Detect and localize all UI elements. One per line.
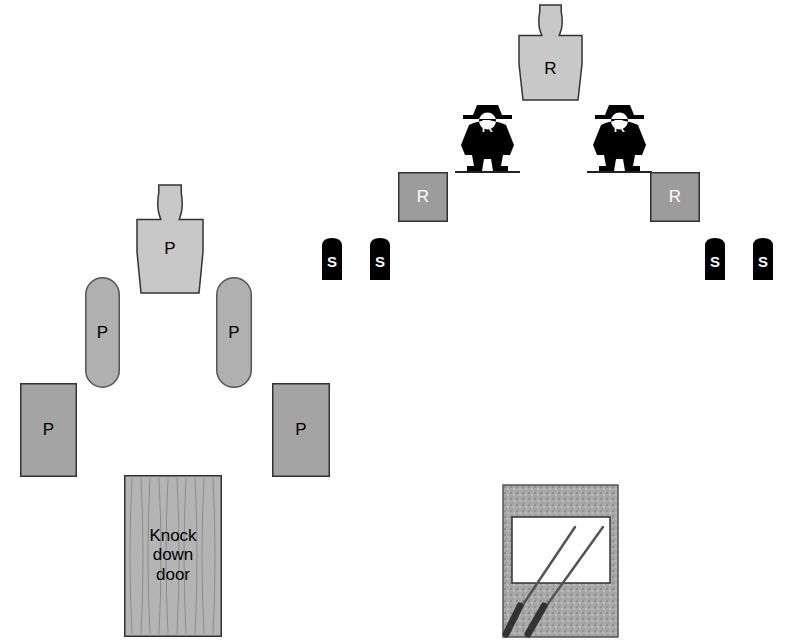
target-shape — [137, 185, 203, 293]
rifle-target: R — [519, 5, 582, 100]
square-target — [273, 384, 330, 477]
tomb-outline — [753, 238, 773, 280]
pistol-target: P — [20, 383, 77, 477]
target-label: S — [327, 253, 337, 270]
knock-down-door: Knock down door — [124, 475, 222, 637]
target-label: Knock down door — [137, 526, 209, 585]
target-shape — [587, 103, 652, 171]
target-label: R — [613, 117, 625, 137]
rifle-symbol — [506, 527, 603, 634]
wood-grain — [141, 478, 143, 634]
wood-grain — [130, 478, 132, 634]
target-label: P — [295, 420, 306, 440]
square-target — [651, 173, 700, 222]
wood-grain — [195, 478, 197, 634]
target-stand — [455, 171, 652, 173]
target-label: R — [669, 187, 681, 207]
target-label: P — [43, 420, 54, 440]
square-target — [21, 384, 77, 477]
shotgun-target: S — [370, 238, 390, 280]
pistol-target: P — [272, 383, 330, 477]
no-shoot-target: R — [455, 103, 520, 171]
target-label: S — [758, 253, 768, 270]
oval-target — [217, 278, 252, 388]
oval-target — [86, 278, 120, 388]
pistol-target: P — [216, 277, 252, 388]
shotgun-target: S — [753, 238, 773, 280]
target-label: P — [164, 239, 175, 259]
tomb-outline — [370, 238, 390, 280]
tomb-outline — [322, 238, 342, 280]
silhouette-outline — [519, 5, 582, 100]
wood-grain — [202, 478, 204, 634]
shotgun-target: S — [705, 238, 725, 280]
silhouette-outline — [137, 185, 203, 293]
shotgun-target: S — [322, 238, 342, 280]
rifle-table — [503, 485, 618, 637]
pistol-target: P — [137, 185, 203, 293]
badguy-outline — [461, 105, 514, 171]
tomb-outline — [705, 238, 725, 280]
target-label: S — [710, 253, 720, 270]
pistol-target: P — [85, 277, 120, 388]
square-target — [399, 173, 448, 222]
rifle-target: R — [650, 172, 700, 222]
wood-grain — [213, 478, 215, 634]
target-shape — [455, 103, 520, 171]
target-label: R — [481, 117, 493, 137]
target-shape — [519, 5, 582, 100]
target-label: R — [417, 187, 429, 207]
target-label: P — [228, 323, 239, 343]
badguy-outline — [593, 105, 646, 171]
rifle-target: R — [398, 172, 448, 222]
door-panel — [125, 476, 222, 637]
wood-grain — [148, 478, 150, 634]
target-label: R — [544, 59, 556, 79]
target-label: P — [97, 323, 108, 343]
target-label: S — [375, 253, 385, 270]
no-shoot-target: R — [587, 103, 652, 171]
